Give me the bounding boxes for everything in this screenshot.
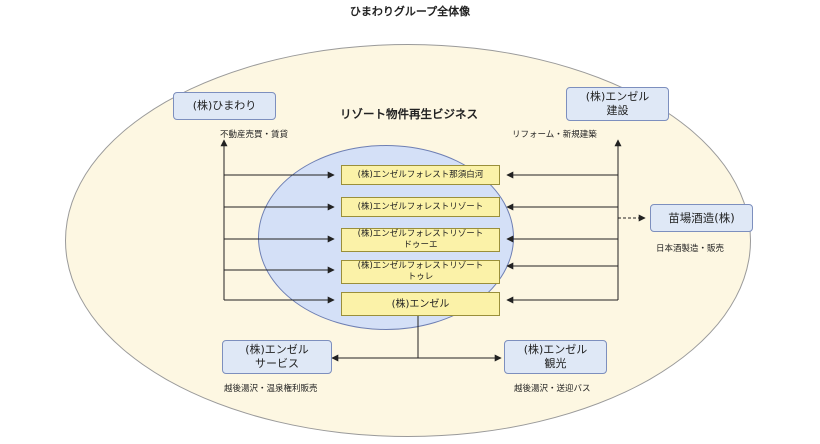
company-angel-service-box: (株)エンゼル サービス — [222, 340, 332, 374]
company-angel-construction-name: (株)エンゼル — [585, 90, 650, 103]
company-angel-construction-name2: 建設 — [606, 104, 629, 117]
company-angel-tourism-box: (株)エンゼル 観光 — [504, 340, 607, 374]
company-angel-service-name: (株)エンゼル — [245, 343, 309, 356]
center-heading: リゾート物件再生ビジネス — [340, 107, 478, 121]
company-himawari-name: (株)ひまわり — [192, 99, 257, 112]
subsidiary-name: (株)エンゼル — [391, 298, 450, 310]
company-angel-construction-box: (株)エンゼル 建設 — [566, 87, 669, 121]
subsidiary-name-line2: トゥレ — [407, 272, 434, 282]
subsidiary-box: (株)エンゼルフォレスト那須白河 — [341, 165, 500, 185]
subsidiary-box: (株)エンゼルフォレストリゾート トゥレ — [341, 260, 500, 284]
subsidiary-name-line2: ドゥーエ — [403, 240, 438, 250]
subsidiary-name: (株)エンゼルフォレストリゾート — [357, 229, 484, 239]
subsidiary-name: (株)エンゼルフォレストリゾート — [357, 201, 484, 212]
company-angel-construction-caption: リフォーム・新規建築 — [512, 130, 597, 140]
company-himawari-box: (株)ひまわり — [173, 92, 276, 120]
page-title: ひまわりグループ全体像 — [349, 5, 471, 18]
subsidiary-name: (株)エンゼルフォレスト那須白河 — [357, 169, 484, 180]
company-naeba-sake-caption: 日本酒製造・販売 — [656, 244, 725, 254]
subsidiary-box: (株)エンゼルフォレストリゾート — [341, 197, 500, 217]
company-naeba-sake-name: 苗場酒造(株) — [668, 211, 735, 225]
company-naeba-sake-box: 苗場酒造(株) — [650, 204, 753, 232]
company-angel-tourism-name: (株)エンゼル — [523, 343, 588, 356]
company-angel-tourism-name2: 観光 — [544, 357, 567, 370]
subsidiary-name: (株)エンゼルフォレストリゾート — [357, 261, 484, 271]
subsidiary-box: (株)エンゼルフォレストリゾート ドゥーエ — [341, 228, 500, 252]
company-angel-service-name2: サービス — [255, 357, 299, 370]
company-himawari-caption: 不動産売買・賃貸 — [220, 130, 289, 140]
company-angel-service-caption: 越後湯沢・温泉権利販売 — [224, 384, 318, 394]
company-angel-tourism-caption: 越後湯沢・送迎バス — [514, 384, 591, 394]
subsidiary-box: (株)エンゼル — [341, 292, 500, 316]
